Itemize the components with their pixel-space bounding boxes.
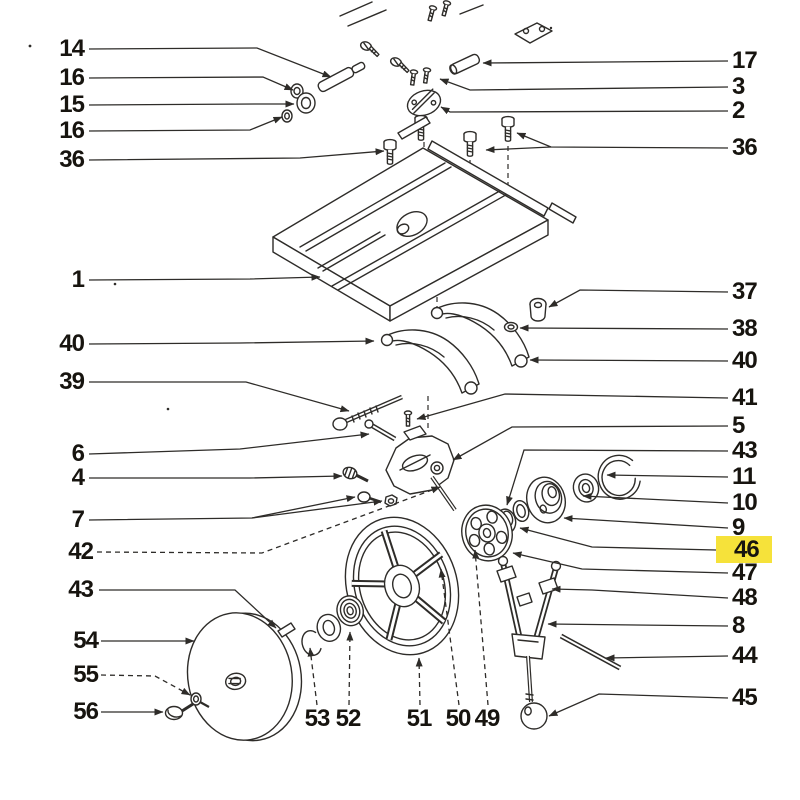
part-label-45[interactable]: 45 — [732, 684, 758, 711]
part-label-2[interactable]: 2 — [732, 97, 746, 124]
leader-line-40 — [529, 356, 729, 364]
leader-line-50 — [438, 568, 460, 706]
part-label-42[interactable]: 42 — [68, 538, 94, 565]
part-label-14[interactable]: 14 — [59, 35, 86, 62]
leader-line-42 — [96, 486, 441, 554]
leader-line-44 — [605, 654, 729, 662]
part-label-54[interactable]: 54 — [73, 627, 100, 654]
part-label-43[interactable]: 43 — [732, 437, 758, 464]
highlight-marker — [716, 536, 772, 563]
part-label-16[interactable]: 16 — [59, 64, 85, 91]
leader-line-8 — [547, 620, 729, 628]
part-label-11[interactable]: 11 — [732, 463, 757, 490]
exploded-diagram-artwork — [28, 0, 641, 742]
leader-line-55 — [100, 674, 191, 696]
leader-line-48 — [551, 585, 729, 599]
part-label-46-highlighted[interactable]: 46 — [734, 536, 760, 563]
leader-line-52 — [346, 631, 354, 706]
leader-line-47 — [512, 551, 729, 574]
leader-line-43 — [99, 589, 277, 629]
part-label-47[interactable]: 47 — [732, 559, 758, 586]
leader-line-7 — [251, 498, 383, 519]
part-label-36[interactable]: 36 — [732, 134, 758, 161]
part-label-50[interactable]: 50 — [446, 705, 472, 732]
leader-line-45 — [548, 693, 729, 717]
part-label-7[interactable]: 7 — [72, 506, 86, 533]
leader-line-1 — [88, 273, 321, 281]
leader-line-14 — [88, 47, 332, 78]
leader-line-51 — [415, 657, 423, 706]
leader-lines — [88, 47, 729, 717]
leader-line-4 — [89, 472, 343, 480]
leader-line-10 — [582, 492, 729, 504]
leader-line-40 — [88, 337, 375, 345]
leader-line-36 — [516, 132, 729, 149]
leader-line-16 — [88, 116, 283, 132]
part-label-39[interactable]: 39 — [59, 368, 85, 395]
leader-line-49 — [472, 549, 489, 706]
leader-line-53 — [307, 647, 318, 706]
leader-line-15 — [88, 100, 295, 108]
part-label-55[interactable]: 55 — [73, 661, 99, 688]
part-label-44[interactable]: 44 — [732, 642, 759, 669]
part-label-5[interactable]: 5 — [732, 412, 746, 439]
leader-line-17 — [482, 59, 729, 67]
leader-line-5 — [452, 425, 729, 461]
leader-line-9 — [563, 515, 729, 529]
leader-line-16 — [88, 76, 294, 91]
leader-line-36 — [485, 146, 552, 154]
part-label-9[interactable]: 9 — [732, 514, 746, 541]
part-label-10[interactable]: 10 — [732, 489, 758, 516]
leader-line-43 — [506, 449, 729, 506]
part-label-6[interactable]: 6 — [72, 440, 86, 467]
leader-line-36 — [88, 148, 385, 161]
part-label-52[interactable]: 52 — [336, 705, 362, 732]
leader-line-37 — [548, 289, 729, 308]
leader-line-46 — [519, 526, 717, 551]
part-label-53[interactable]: 53 — [305, 705, 331, 732]
part-label-37[interactable]: 37 — [732, 278, 758, 305]
part-label-3[interactable]: 3 — [732, 73, 746, 100]
part-label-16[interactable]: 16 — [59, 117, 85, 144]
part-label-17[interactable]: 17 — [732, 47, 758, 74]
part-label-4[interactable]: 4 — [72, 464, 87, 491]
part-label-48[interactable]: 48 — [732, 584, 758, 611]
part-label-41[interactable]: 41 — [732, 384, 758, 411]
part-label-56[interactable]: 56 — [73, 698, 99, 725]
part-label-43[interactable]: 43 — [68, 576, 94, 603]
part-label-38[interactable]: 38 — [732, 315, 758, 342]
leader-line-3 — [439, 78, 729, 91]
leader-line-11 — [606, 471, 729, 479]
part-label-40[interactable]: 40 — [59, 330, 85, 357]
leader-line-2 — [440, 106, 729, 115]
leader-line-39 — [89, 381, 350, 413]
leader-line-6 — [88, 431, 370, 455]
leader-line-7 — [88, 495, 356, 521]
part-label-51[interactable]: 51 — [407, 705, 433, 732]
part-label-8[interactable]: 8 — [732, 612, 746, 639]
leader-line-38 — [519, 324, 729, 332]
part-label-40[interactable]: 40 — [732, 347, 758, 374]
leader-line-41 — [416, 393, 729, 421]
part-label-15[interactable]: 15 — [59, 91, 85, 118]
part-label-1[interactable]: 1 — [72, 266, 86, 293]
part-label-49[interactable]: 49 — [475, 705, 501, 732]
part-label-36[interactable]: 36 — [59, 146, 85, 173]
